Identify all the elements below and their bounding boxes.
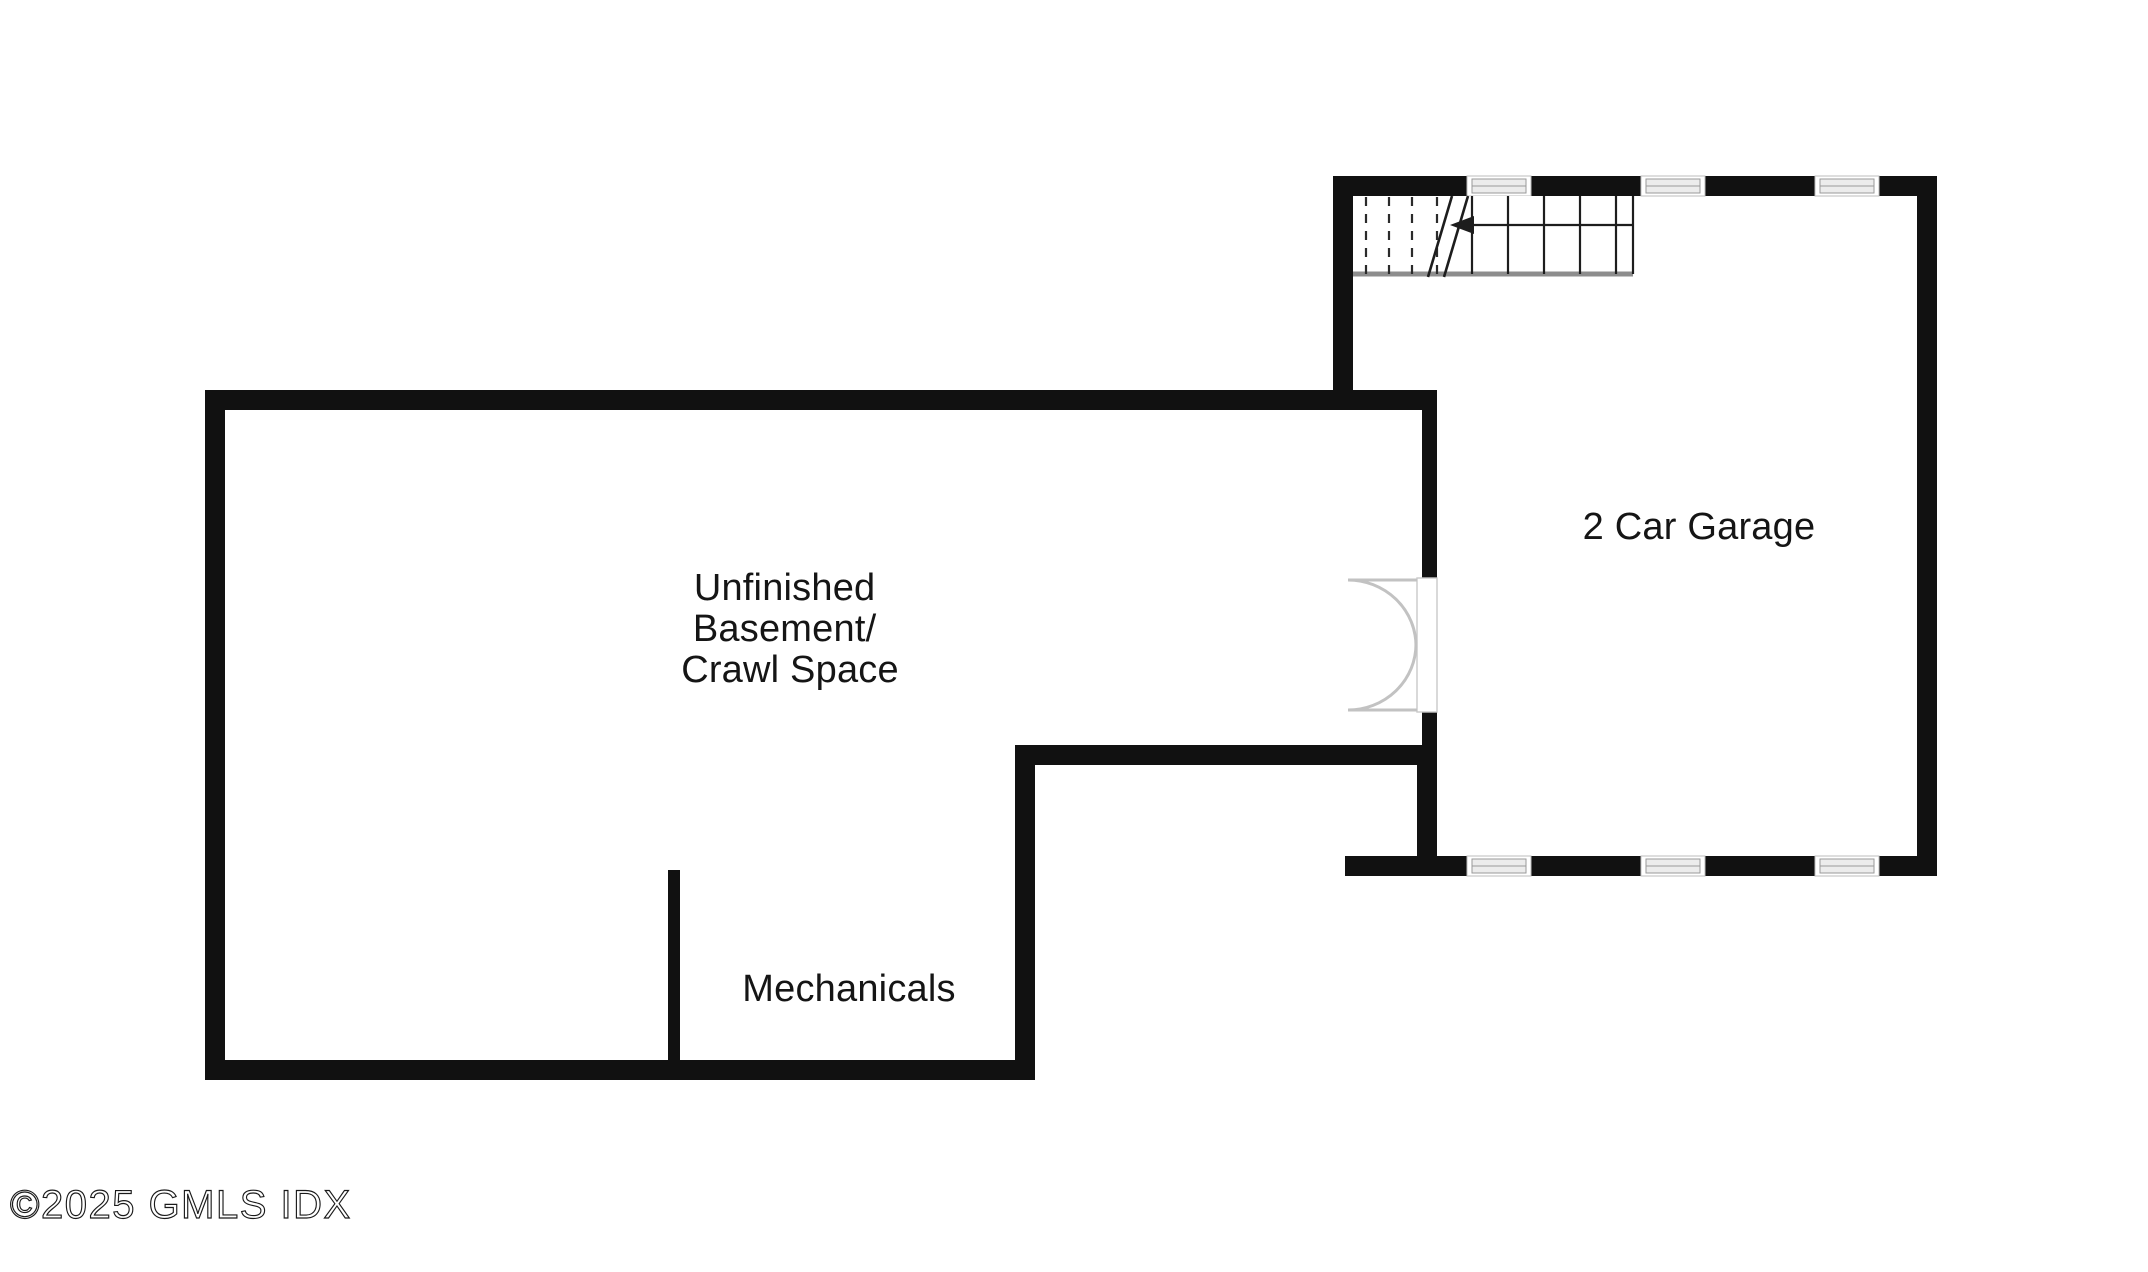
stair-break-line-2	[1442, 195, 1470, 278]
basement-wall-left	[205, 390, 225, 1080]
garage-window-north-1	[1466, 175, 1532, 197]
garage-wall-right	[1917, 176, 1937, 876]
garage-windows-bottom	[1466, 855, 1880, 877]
room-label-mechanicals: Mechanicals	[742, 968, 955, 1010]
stair-treads	[1470, 196, 1635, 274]
garage-window-north-2	[1640, 175, 1706, 197]
basement-structure	[205, 390, 1437, 1080]
basement-wall-right-lower	[1015, 745, 1035, 1080]
stair-run-area	[1353, 196, 1633, 276]
copyright-watermark: ©2025 GMLS IDX	[10, 1183, 352, 1227]
garage-window-south-3	[1814, 855, 1880, 877]
stair-dashed-risers	[1364, 197, 1439, 274]
room-labels: Unfinished Basement/ Crawl Space Mechani…	[681, 506, 1815, 1010]
room-label-unfinished-basement: Unfinished Basement/ Crawl Space	[681, 567, 899, 691]
garage-windows-top	[1466, 175, 1880, 197]
garage-window-south-1	[1466, 855, 1532, 877]
room-label-two-car-garage: 2 Car Garage	[1583, 506, 1816, 548]
double-door-basement-to-garage	[1347, 577, 1438, 713]
garage-window-south-2	[1640, 855, 1706, 877]
garage-wall-bottom	[1345, 856, 1937, 876]
basement-wall-step	[1015, 745, 1435, 765]
basement-wall-bottom	[205, 1060, 1035, 1080]
basement-floor	[220, 405, 1422, 1065]
mechanicals-partition-wall	[668, 870, 680, 1068]
staircase	[1353, 195, 1635, 278]
basement-wall-top	[205, 390, 1437, 410]
garage-wall-left-upper	[1333, 176, 1353, 406]
garage-window-north-3	[1814, 175, 1880, 197]
stair-break-line	[1426, 195, 1454, 278]
garage-floor	[1345, 190, 1925, 875]
garage-structure	[1333, 175, 1937, 877]
stair-direction-arrow	[1450, 216, 1632, 234]
